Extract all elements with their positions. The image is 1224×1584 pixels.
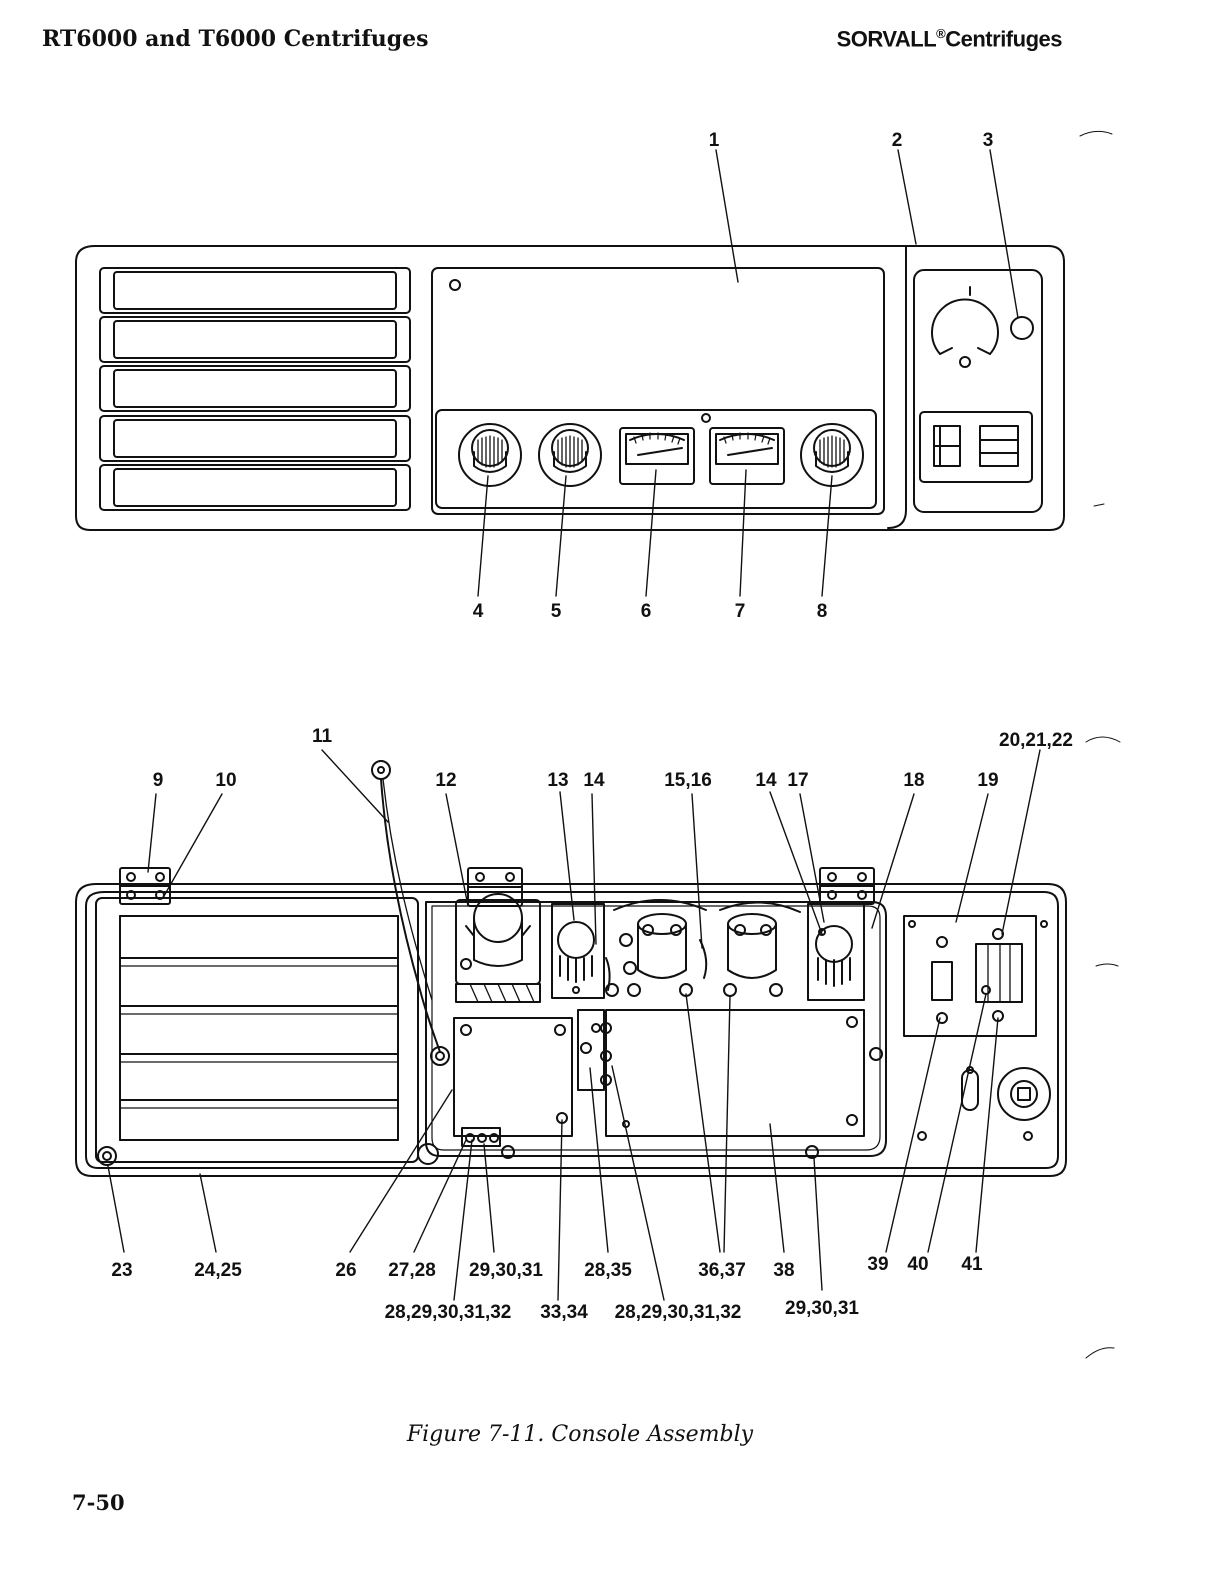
callout-41: 41 xyxy=(961,1254,983,1275)
callout-38: 38 xyxy=(773,1260,794,1281)
relay-right xyxy=(720,902,800,996)
ground-wire xyxy=(372,761,449,1065)
page-number: 7-50 xyxy=(72,1490,125,1515)
meter-7 xyxy=(710,428,784,484)
callout-6: 6 xyxy=(641,601,652,622)
switch-block xyxy=(920,412,1032,482)
callout-7: 7 xyxy=(735,601,746,622)
callout-36-37: 36,37 xyxy=(698,1260,746,1281)
callout-20-21-22: 20,21,22 xyxy=(999,730,1073,751)
connector-12 xyxy=(456,894,540,1002)
callout-28-32a: 28,29,30,31,32 xyxy=(385,1302,512,1323)
callout-12: 12 xyxy=(435,770,456,791)
relay-left xyxy=(614,900,706,996)
callout-28-35: 28,35 xyxy=(584,1260,632,1281)
callout-11: 11 xyxy=(312,726,333,747)
callout-23: 23 xyxy=(111,1260,132,1281)
right-subpanel-edge xyxy=(888,246,906,528)
callout-17: 17 xyxy=(787,770,808,791)
hinge-right xyxy=(820,868,874,904)
switch-13 xyxy=(552,904,604,998)
callout-33-34: 33,34 xyxy=(540,1302,588,1323)
fuse-panel xyxy=(904,916,1047,1036)
leader-lines xyxy=(108,150,1040,1300)
wire-15-16 xyxy=(700,940,706,978)
front-panel-drawing xyxy=(76,246,1064,530)
callout-29-30-31b: 29,30,31 xyxy=(785,1298,859,1319)
timer-dial xyxy=(932,287,998,367)
callout-14a: 14 xyxy=(583,770,605,791)
callout-29-30-31a: 29,30,31 xyxy=(469,1260,543,1281)
callout-2: 2 xyxy=(892,130,903,151)
callout-8: 8 xyxy=(817,601,828,622)
louvre-inside xyxy=(96,898,418,1162)
callout-40: 40 xyxy=(907,1254,928,1275)
vent-louvres xyxy=(100,268,410,510)
knob-5 xyxy=(539,424,601,486)
callout-26: 26 xyxy=(335,1260,356,1281)
indicator-lamp xyxy=(1011,317,1033,339)
circuit-board-26 xyxy=(454,1018,572,1146)
callout-15-16: 15,16 xyxy=(664,770,712,791)
callout-4: 4 xyxy=(473,601,484,622)
callout-5: 5 xyxy=(551,601,562,622)
access-port xyxy=(918,1067,1050,1140)
callout-1: 1 xyxy=(709,130,720,151)
knob-4 xyxy=(459,424,521,486)
callout-24-25: 24,25 xyxy=(194,1260,242,1281)
callout-18: 18 xyxy=(903,770,924,791)
callout-9: 9 xyxy=(153,770,164,791)
figure-caption: Figure 7-11. Console Assembly xyxy=(0,1422,1160,1447)
callout-3: 3 xyxy=(983,130,994,151)
callout-10: 10 xyxy=(215,770,236,791)
margin-marks xyxy=(1080,131,1120,1358)
callout-14b: 14 xyxy=(755,770,777,791)
callout-19: 19 xyxy=(977,770,998,791)
panel-screw xyxy=(450,280,460,290)
callout-28-32b: 28,29,30,31,32 xyxy=(615,1302,742,1323)
circuit-board-38 xyxy=(606,1010,864,1136)
display-window xyxy=(432,268,884,514)
callout-13: 13 xyxy=(547,770,568,791)
meter-6 xyxy=(620,428,694,484)
callout-27-28: 27,28 xyxy=(388,1260,436,1281)
callout-39: 39 xyxy=(867,1254,888,1275)
